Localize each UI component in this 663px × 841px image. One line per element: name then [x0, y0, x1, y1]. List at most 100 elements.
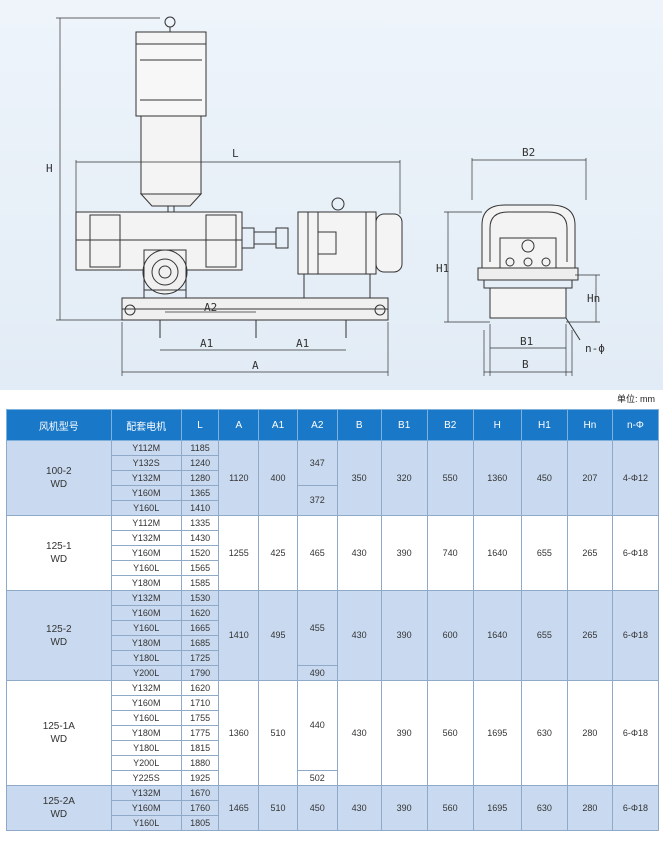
motor-cell: Y200L [110, 665, 182, 681]
dim-B2-cell: 600 [426, 590, 474, 681]
length-L-cell: 1280 [180, 470, 220, 486]
dim-B2-cell: 560 [426, 785, 474, 831]
model-name-line1: 125-1A [42, 721, 75, 732]
dim-H-cell: 1640 [472, 590, 522, 681]
column-header: Hn [566, 409, 613, 441]
dim-label-A2: A2 [204, 301, 217, 314]
length-L-cell: 1335 [180, 515, 220, 531]
column-header: A [218, 409, 260, 441]
dim-H-cell: 1695 [472, 680, 522, 786]
dim-A2-cell: 455 [296, 590, 338, 666]
column-header: H [472, 409, 522, 441]
length-L-cell: 1565 [180, 560, 220, 576]
holes-n-phi-cell: 6-Φ18 [611, 680, 660, 786]
length-L-cell: 1520 [180, 545, 220, 561]
length-L-cell: 1790 [180, 665, 220, 681]
column-header: 配套电机 [110, 409, 182, 441]
dim-label-H1: H1 [436, 262, 449, 275]
length-L-cell: 1665 [180, 620, 220, 636]
length-L-cell: 1670 [180, 785, 220, 801]
motor-cell: Y160M [110, 605, 182, 621]
motor-cell: Y180L [110, 650, 182, 666]
motor-cell: Y160M [110, 695, 182, 711]
dim-A2-cell: 502 [296, 770, 338, 786]
dim-B1-cell: 390 [380, 785, 428, 831]
dim-A2-cell: 450 [296, 785, 338, 831]
dim-A2-cell: 440 [296, 680, 338, 771]
holes-n-phi-cell: 6-Φ18 [611, 590, 660, 681]
motor-cell: Y160L [110, 710, 182, 726]
length-L-cell: 1725 [180, 650, 220, 666]
holes-n-phi-cell: 6-Φ18 [611, 515, 660, 591]
model-name-line2: WD [50, 734, 68, 745]
dim-label-L: L [232, 147, 239, 160]
motor-cell: Y180M [110, 575, 182, 591]
blower-outline-drawing: H L A2 A1 A1 A B2 H1 Hn B1 B [46, 16, 605, 376]
dim-B1-cell: 390 [380, 590, 428, 681]
dim-H-cell: 1695 [472, 785, 522, 831]
column-header: 风机型号 [6, 409, 112, 441]
model-cell: 125-1A WD [6, 680, 112, 786]
motor-cell: Y132M [110, 470, 182, 486]
motor-cell: Y112M [110, 440, 182, 456]
dim-B2-cell: 740 [426, 515, 474, 591]
dim-label-A: A [252, 359, 259, 372]
length-L-cell: 1755 [180, 710, 220, 726]
model-name-line1: 100-2 [46, 466, 72, 477]
length-L-cell: 1430 [180, 530, 220, 546]
dim-B-cell: 430 [336, 785, 382, 831]
length-L-cell: 1240 [180, 455, 220, 471]
dim-H1-cell: 655 [520, 515, 568, 591]
unit-note: 单位: mm [617, 394, 655, 404]
motor-cell: Y200L [110, 755, 182, 771]
motor-cell: Y180L [110, 740, 182, 756]
motor-cell: Y160L [110, 620, 182, 636]
dim-label-B2: B2 [522, 146, 535, 159]
dim-B1-cell: 390 [380, 515, 428, 591]
motor-cell: Y160M [110, 545, 182, 561]
column-header: n-Φ [611, 409, 660, 441]
dim-B2-cell: 560 [426, 680, 474, 786]
dim-H-cell: 1640 [472, 515, 522, 591]
motor-cell: Y160M [110, 800, 182, 816]
model-name-line2: WD [50, 479, 68, 490]
dim-A1-cell: 495 [258, 590, 298, 681]
dim-A1-cell: 400 [258, 440, 298, 516]
length-L-cell: 1185 [180, 440, 220, 456]
length-L-cell: 1585 [180, 575, 220, 591]
length-L-cell: 1620 [180, 605, 220, 621]
motor-cell: Y225S [110, 770, 182, 786]
dim-A-cell: 1255 [218, 515, 260, 591]
dim-B-cell: 430 [336, 515, 382, 591]
motor-cell: Y132M [110, 680, 182, 696]
length-L-cell: 1815 [180, 740, 220, 756]
length-L-cell: 1685 [180, 635, 220, 651]
motor-cell: Y160L [110, 500, 182, 516]
dim-B1-cell: 320 [380, 440, 428, 516]
model-name-line2: WD [50, 636, 68, 648]
dim-Hn-cell: 265 [566, 590, 613, 681]
column-header: H1 [520, 409, 568, 441]
dim-label-H: H [46, 162, 53, 175]
dim-A2-cell: 347 [296, 440, 338, 486]
length-L-cell: 1410 [180, 500, 220, 516]
dim-H1-cell: 655 [520, 590, 568, 681]
